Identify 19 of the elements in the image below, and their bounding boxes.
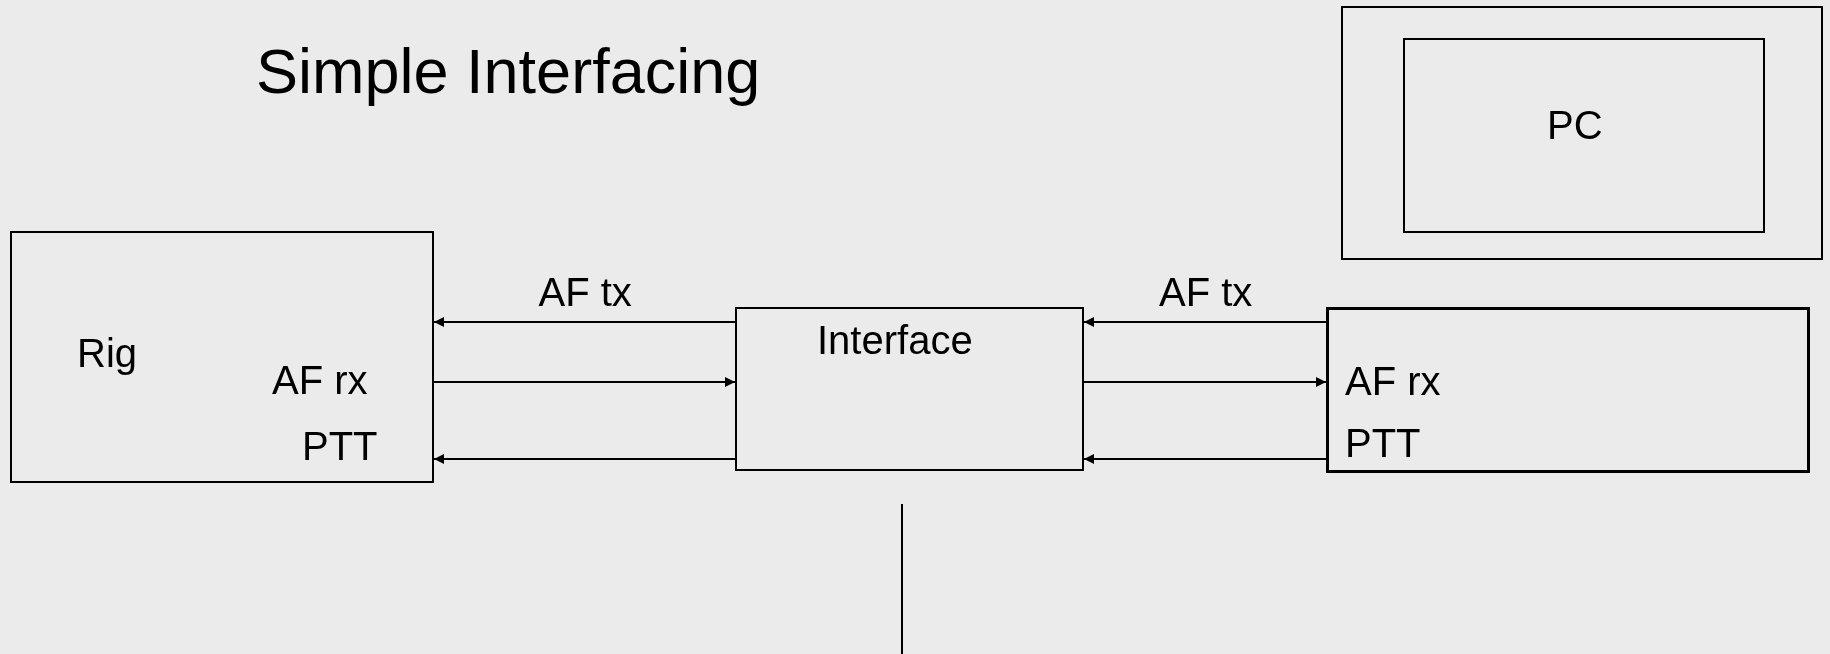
frame-box — [1341, 6, 1823, 260]
title: Simple Interfacing — [256, 36, 761, 106]
port-label: PTT — [1345, 420, 1421, 466]
arrow — [1083, 454, 1327, 464]
block-label: Rig — [77, 330, 138, 376]
arrow — [433, 454, 736, 464]
port-label: PTT — [302, 423, 378, 469]
arrow — [433, 377, 736, 387]
block-box — [735, 307, 1084, 471]
block-box — [1326, 307, 1810, 473]
arrow — [1083, 317, 1327, 327]
block-label: PC — [1547, 102, 1603, 148]
block-label: Interface — [817, 317, 973, 363]
port-label: AF rx — [272, 357, 368, 403]
arrow — [1083, 377, 1327, 387]
block-label: AF rx — [1345, 358, 1441, 404]
arrow — [433, 317, 736, 327]
block-box — [10, 231, 434, 483]
block-box — [1403, 38, 1765, 233]
